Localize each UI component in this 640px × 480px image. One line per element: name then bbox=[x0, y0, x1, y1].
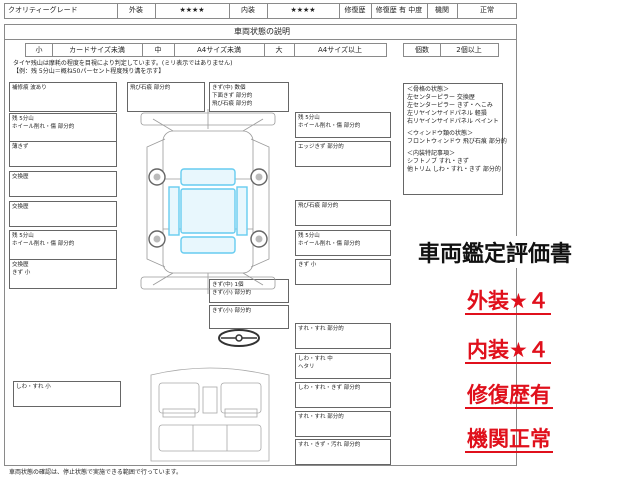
interior-finding-box: しわ・すれ 小 bbox=[13, 381, 121, 407]
legend-small: 小 bbox=[35, 46, 43, 54]
finding-text: 残 5分山 bbox=[12, 233, 34, 239]
finding-text: 薄きず bbox=[12, 144, 29, 150]
finding-text: きず 小 bbox=[298, 262, 317, 268]
finding-text: しわ・すれ・きず 部分的 bbox=[298, 385, 361, 391]
finding-text: しわ・すれ 小 bbox=[16, 384, 51, 390]
right-finding-box: きず 小 bbox=[295, 259, 391, 285]
grade-header: クオリティーグレード 外装 ★★★★ 内装 ★★★★ 修復歴 修復歴 有 中度 … bbox=[4, 3, 517, 19]
legend-medium: 中 bbox=[154, 46, 162, 54]
left-finding-box: 補修痕 波あり bbox=[9, 82, 117, 112]
finding-text: きず(小) 部分的 bbox=[212, 308, 252, 314]
interior-finding-box: しわ・すれ・きず 部分的 bbox=[295, 382, 391, 408]
finding-text: 交換歴 bbox=[12, 204, 29, 210]
interior-finding-box: しわ・すれ 中ヘタリ bbox=[295, 353, 391, 379]
left-finding-box: 交換歴 bbox=[9, 201, 117, 227]
size-legend: 小 カードサイズ未満 中 A4サイズ未満 大 A4サイズ以上 bbox=[25, 43, 387, 57]
exterior-stars: ★★★★ bbox=[179, 6, 205, 14]
interior-finding-box: すれ・すれ 部分的 bbox=[295, 411, 391, 437]
repair-history: 修復歴有 bbox=[465, 383, 553, 409]
finding-text: 飛び石痕 部分的 bbox=[130, 85, 171, 91]
legend-large-desc: A4サイズ以上 bbox=[317, 46, 363, 54]
interior-finding-box: すれ・きず・汚れ 部分的 bbox=[295, 439, 391, 465]
interior-remarks-lines: シフトノブ すれ・きず他トリム しわ・すれ・きず 部分的 bbox=[407, 158, 501, 174]
finding-text: 交換歴 bbox=[12, 262, 29, 268]
bottom-finding-box: きず(小) 部分的 bbox=[209, 305, 289, 329]
remark-line: 左リヤインサイドパネル 軽損 bbox=[407, 110, 487, 117]
count-value: 2個以上 bbox=[456, 46, 482, 54]
count-label: 個数 bbox=[415, 46, 429, 54]
interior-remarks-title: ＜内装特記事項＞ bbox=[407, 150, 456, 157]
finding-text: 残 5分山 bbox=[298, 115, 320, 121]
remark-line: 左センターピラー 交換歴 bbox=[407, 94, 475, 101]
glass-title: ＜ウィンドウ類の状態＞ bbox=[407, 130, 474, 137]
finding-text: すれ・すれ 部分的 bbox=[298, 414, 344, 420]
count-legend: 個数 2個以上 bbox=[403, 43, 499, 57]
skeleton-title: ＜骨格の状態＞ bbox=[407, 86, 450, 93]
right-finding-box: エッジきず 部分的 bbox=[295, 141, 391, 167]
finding-text: すれ・すれ 部分的 bbox=[298, 326, 344, 332]
engine-label: 機関 bbox=[435, 6, 449, 14]
right-finding-box: 飛び石痕 部分的 bbox=[295, 200, 391, 226]
left-finding-box: 残 5分山ホイール削れ・傷 部分的 bbox=[9, 230, 117, 260]
remark-line: シフトノブ すれ・きず bbox=[407, 158, 469, 165]
finding-text: ホイール削れ・傷 部分的 bbox=[12, 241, 75, 247]
glass-lines: フロントウィンドウ 飛び石痕 部分的 bbox=[407, 138, 507, 146]
remarks-panel: ＜骨格の状態＞ 左センターピラー 交換歴左センターピラー きず・へこみ左リヤイン… bbox=[403, 83, 507, 195]
interior-rating: 内装★４ bbox=[465, 338, 551, 364]
finding-text: 補修痕 波あり bbox=[12, 85, 47, 91]
exterior-rating: 外装★４ bbox=[465, 289, 551, 315]
finding-text: ホイール削れ・傷 部分的 bbox=[12, 124, 75, 130]
finding-text: ホイール削れ・傷 部分的 bbox=[298, 241, 361, 247]
top-finding-box: きず(中) 数個下面きず 部分的飛び石痕 部分的 bbox=[209, 82, 289, 112]
repair-value: 修復歴 有 中度 bbox=[375, 6, 423, 14]
finding-text: エッジきず 部分的 bbox=[298, 144, 344, 150]
quality-grade-label: クオリティーグレード bbox=[8, 6, 78, 14]
interior-seat-diagram bbox=[150, 367, 270, 462]
left-finding-box: 交換歴 bbox=[9, 171, 117, 197]
repair-label: 修復歴 bbox=[344, 6, 366, 14]
left-finding-box: 交換歴きず 小 bbox=[9, 259, 117, 289]
remark-line: フロントウィンドウ 飛び石痕 部分的 bbox=[407, 138, 507, 145]
interior-stars: ★★★★ bbox=[290, 6, 316, 14]
exterior-label: 外装 bbox=[129, 6, 143, 14]
finding-text: 飛び石痕 部分的 bbox=[212, 101, 253, 107]
finding-text: 残 5分山 bbox=[12, 116, 34, 122]
finding-text: きず(中) 数個 bbox=[212, 85, 246, 91]
legend-small-desc: カードサイズ未満 bbox=[69, 46, 125, 54]
tire-example: 【例：残 5分山＝概ね50パーセント程度残り溝を示す】 bbox=[13, 68, 165, 75]
left-finding-box: 薄きず bbox=[9, 141, 117, 167]
finding-text: きず(中) 1個 bbox=[212, 282, 244, 288]
legend-large: 大 bbox=[275, 46, 283, 54]
engine-status: 機関正常 bbox=[465, 427, 553, 453]
right-finding-box: 残 5分山ホイール削れ・傷 部分的 bbox=[295, 112, 391, 138]
finding-text: 飛び石痕 部分的 bbox=[298, 203, 339, 209]
finding-text: しわ・すれ 中 bbox=[298, 356, 333, 362]
footer-note: 車両状態の確認は、停止状態で実施できる範囲で行っています。 bbox=[9, 469, 182, 476]
finding-text: ヘタリ bbox=[298, 364, 315, 370]
remark-line: 左センターピラー きず・へこみ bbox=[407, 102, 493, 109]
left-finding-box: 残 5分山ホイール削れ・傷 部分的 bbox=[9, 113, 117, 143]
top-finding-box: 飛び石痕 部分的 bbox=[127, 82, 205, 112]
engine-value: 正常 bbox=[480, 6, 494, 14]
finding-text: すれ・きず・汚れ 部分的 bbox=[298, 442, 361, 448]
finding-text: 残 5分山 bbox=[298, 233, 320, 239]
bottom-finding-box: きず(中) 1個きず(小) 部分的 bbox=[209, 279, 289, 303]
remark-line: 右リヤインサイドパネル ペイント bbox=[407, 118, 499, 125]
skeleton-lines: 左センターピラー 交換歴左センターピラー きず・へこみ左リヤインサイドパネル 軽… bbox=[407, 94, 499, 126]
tire-note: タイヤ残山は摩耗の程度を目視により判定しています。(ミリ表示ではありません) bbox=[13, 60, 233, 67]
section-title: 車両状態の説明 bbox=[5, 25, 516, 40]
interior-finding-box: すれ・すれ 部分的 bbox=[295, 323, 391, 349]
appraisal-title: 車両鑑定評価書 bbox=[416, 236, 575, 268]
finding-text: ホイール削れ・傷 部分的 bbox=[298, 123, 361, 129]
interior-label: 内装 bbox=[241, 6, 255, 14]
finding-text: 交換歴 bbox=[12, 174, 29, 180]
car-exterior-diagram bbox=[140, 109, 276, 294]
right-finding-box: 残 5分山ホイール削れ・傷 部分的 bbox=[295, 230, 391, 256]
steering-wheel-icon bbox=[218, 329, 260, 347]
finding-text: きず 小 bbox=[12, 270, 31, 276]
remark-line: 他トリム しわ・すれ・きず 部分的 bbox=[407, 166, 501, 173]
finding-text: 下面きず 部分的 bbox=[212, 93, 253, 99]
legend-medium-desc: A4サイズ未満 bbox=[196, 46, 242, 54]
finding-text: きず(小) 部分的 bbox=[212, 290, 252, 296]
